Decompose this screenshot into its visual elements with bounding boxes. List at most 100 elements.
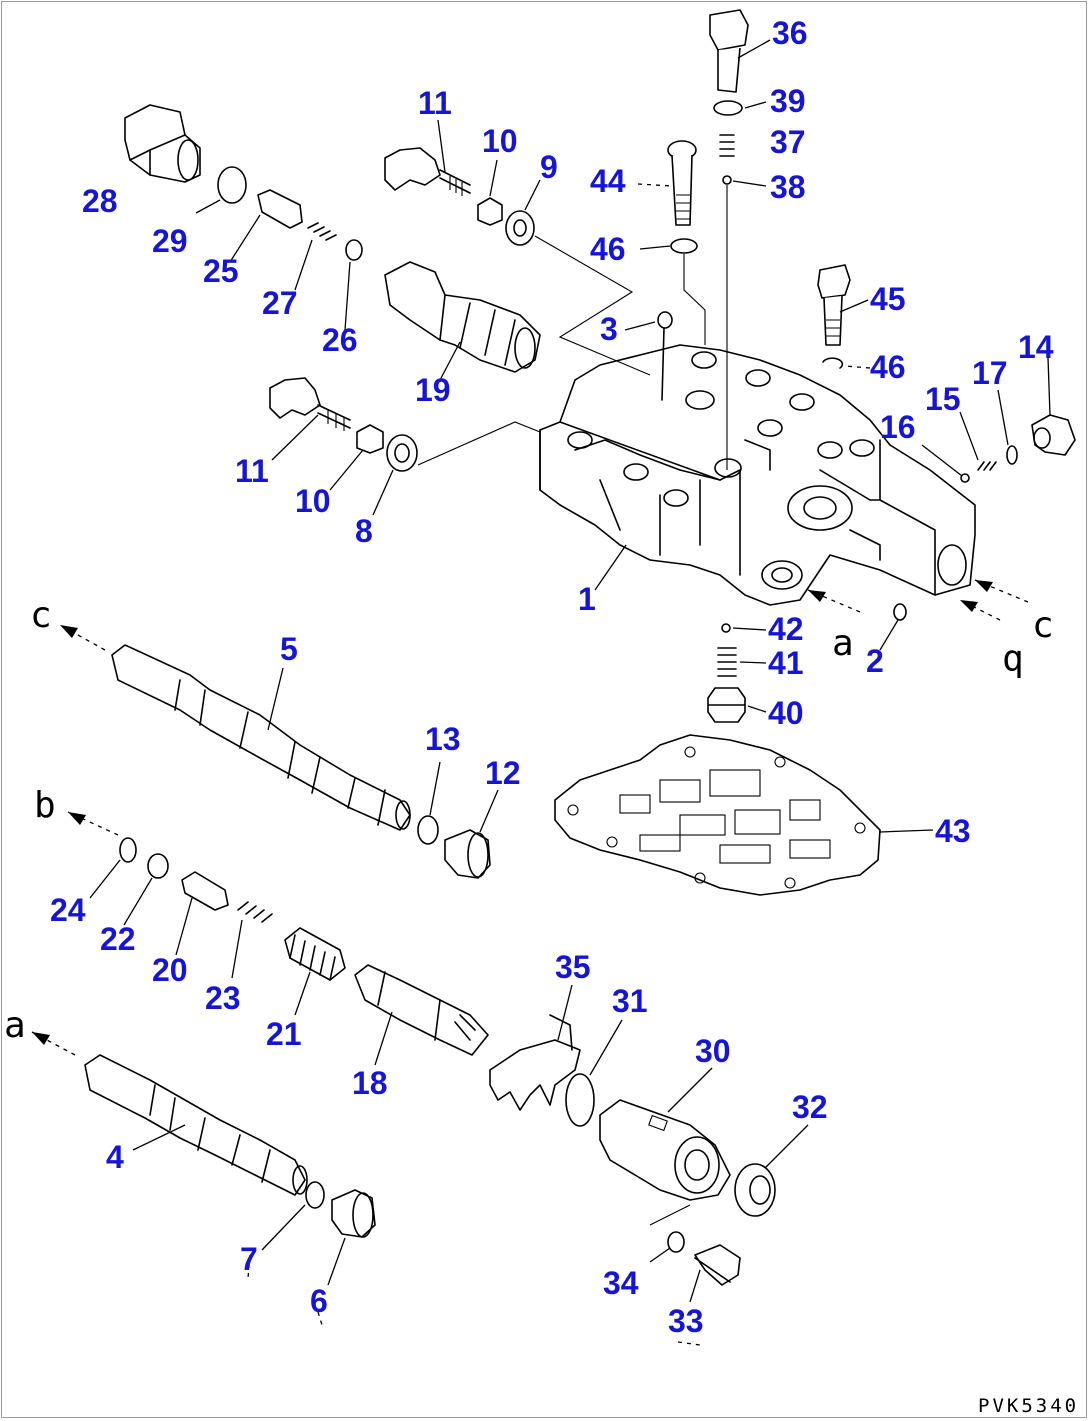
callout-39: 39 <box>770 83 806 119</box>
reference-arrows <box>31 579 1029 1346</box>
ref-c-right: c <box>1032 605 1054 646</box>
plug-part-40 <box>707 687 746 723</box>
spring-part-15 <box>977 461 997 471</box>
ball-part-38 <box>722 175 732 185</box>
cylinder-part-30 <box>599 1099 731 1201</box>
callout-11-lower: 11 <box>235 453 269 489</box>
washer-part-46-right <box>822 357 844 369</box>
plug-part-2 <box>893 603 907 621</box>
bolt-part-44 <box>667 140 697 226</box>
reference-letters: c b a a c b <box>4 595 1054 1046</box>
ref-c-left: c <box>30 595 52 636</box>
callout-44: 44 <box>590 163 626 199</box>
callout-42: 42 <box>768 611 804 647</box>
callout-3: 3 <box>600 311 618 347</box>
callout-6: 6 <box>310 1283 328 1319</box>
spring-part-23 <box>237 901 273 923</box>
callout-7: 7 <box>240 1241 258 1277</box>
callout-22: 22 <box>100 921 136 957</box>
callout-37: 37 <box>770 124 806 160</box>
callout-20: 20 <box>152 952 188 988</box>
callout-32: 32 <box>792 1089 828 1125</box>
callout-24: 24 <box>50 892 86 928</box>
callout-19: 19 <box>415 372 451 408</box>
callout-5: 5 <box>280 631 298 667</box>
callout-10-upper: 10 <box>482 123 518 159</box>
callout-9: 9 <box>540 149 558 185</box>
spring-part-41 <box>717 647 737 677</box>
callout-8: 8 <box>355 513 373 549</box>
callout-38: 38 <box>770 169 806 205</box>
bushing-part-8 <box>386 434 418 472</box>
callout-25: 25 <box>203 253 239 289</box>
callout-31: 31 <box>612 983 648 1019</box>
plug-part-25 <box>257 189 303 229</box>
piston-part-20 <box>181 871 229 911</box>
callout-40: 40 <box>768 695 804 731</box>
cap-part-12 <box>444 829 491 879</box>
callout-30: 30 <box>695 1033 731 1069</box>
bolt-part-33 <box>694 1244 741 1286</box>
spring-part-37 <box>719 134 735 157</box>
plug-part-32 <box>734 1163 776 1217</box>
bushing-part-9 <box>505 210 535 246</box>
separator-plate-part-43 <box>554 734 881 896</box>
plug-part-14 <box>1031 414 1076 456</box>
callout-10-lower: 10 <box>295 483 331 519</box>
solenoid-part-11-lower <box>269 377 351 431</box>
callout-33: 33 <box>668 1303 704 1339</box>
callout-16: 16 <box>880 409 916 445</box>
piece-part-26 <box>345 239 363 261</box>
callout-34: 34 <box>603 1265 639 1301</box>
callout-17: 17 <box>972 355 1008 391</box>
nut-part-10-lower <box>356 424 384 454</box>
callout-46-upper: 46 <box>590 231 626 267</box>
callout-15: 15 <box>925 381 961 417</box>
callout-12: 12 <box>485 755 521 791</box>
callout-46-lower: 46 <box>870 349 906 385</box>
piece-part-22 <box>147 853 169 879</box>
callout-36: 36 <box>772 15 808 51</box>
spool-part-18 <box>354 964 489 1056</box>
valve-body-part-1 <box>539 344 976 606</box>
callout-45: 45 <box>870 281 906 317</box>
callout-43: 43 <box>935 813 971 849</box>
callout-26: 26 <box>322 322 358 358</box>
washer-part-46-top <box>670 238 698 254</box>
spool-part-5 <box>111 644 411 831</box>
leader-lines <box>89 39 1051 1303</box>
spool-part-19 <box>384 261 541 373</box>
o-ring-part-29 <box>217 166 247 204</box>
ref-a-mid: a <box>832 623 854 664</box>
callout-27: 27 <box>262 285 298 321</box>
o-ring-part-24 <box>119 837 137 863</box>
callout-2: 2 <box>866 643 884 679</box>
pin-part-3 <box>657 311 673 401</box>
bolt-part-45 <box>817 264 851 346</box>
callout-21: 21 <box>266 1016 302 1052</box>
o-ring-part-13 <box>417 815 439 845</box>
callout-14: 14 <box>1018 329 1054 365</box>
bracket-part-35 <box>489 1014 581 1111</box>
spool-part-4 <box>84 1054 308 1196</box>
washer-part-34 <box>667 1231 685 1253</box>
o-ring-part-31 <box>565 1073 595 1127</box>
callout-29: 29 <box>152 223 188 259</box>
callout-11-upper: 11 <box>418 85 452 121</box>
o-ring-part-17 <box>1006 445 1018 465</box>
ref-b-right: b <box>1002 642 1024 683</box>
ball-part-42 <box>721 623 731 633</box>
bolt-part-36 <box>709 9 749 93</box>
callout-4: 4 <box>106 1139 124 1175</box>
washer-part-39 <box>713 100 743 116</box>
callout-28: 28 <box>82 183 118 219</box>
callout-23: 23 <box>205 980 241 1016</box>
callout-41: 41 <box>768 645 804 681</box>
callout-1: 1 <box>578 581 596 617</box>
ref-b-left: b <box>34 785 56 826</box>
nut-part-10-upper <box>477 197 503 226</box>
ref-a-left: a <box>4 1005 26 1046</box>
callout-18: 18 <box>352 1065 388 1101</box>
cap-part-6 <box>331 1189 376 1238</box>
